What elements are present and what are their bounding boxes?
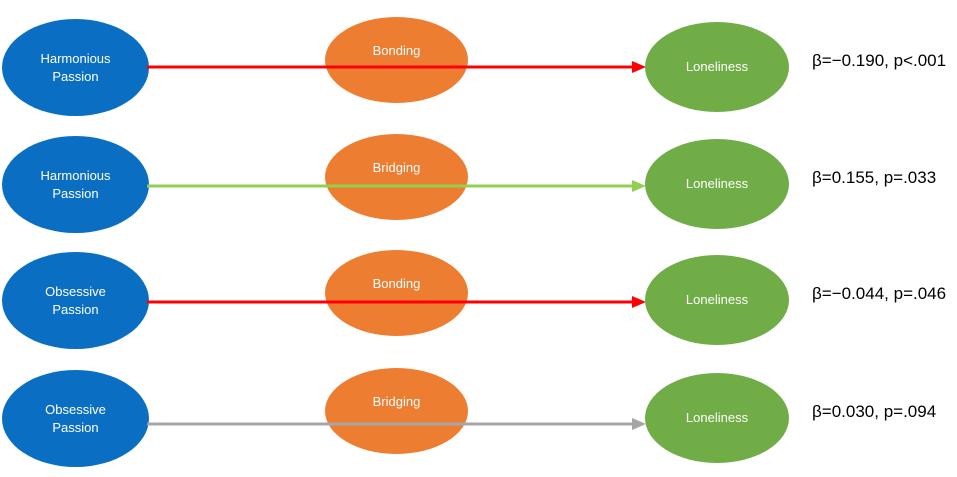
path-statistic: β=0.155, p=.033 <box>812 168 937 187</box>
mediator-label: Bonding <box>372 43 421 58</box>
outcome-label: Loneliness <box>685 410 749 425</box>
mediator-node: Bonding <box>325 250 468 336</box>
predictor-node: Obsessive Passion <box>2 252 149 349</box>
outcome-node: Loneliness <box>645 139 789 229</box>
outcome-node: Loneliness <box>645 22 789 112</box>
predictor-label: Harmonious Passion <box>40 167 111 201</box>
predictor-node: Obsessive Passion <box>2 370 149 467</box>
predictor-node: Harmonious Passion <box>2 136 149 233</box>
path-arrow <box>147 418 646 430</box>
mediator-label: Bridging <box>372 160 421 175</box>
path-row-1: Harmonious Passion Bonding Loneliness β=… <box>0 17 957 119</box>
mediator-node: Bridging <box>325 368 468 454</box>
mediator-node: Bridging <box>325 134 468 220</box>
path-arrow <box>147 180 646 192</box>
path-arrow <box>147 61 646 73</box>
outcome-label: Loneliness <box>685 59 749 74</box>
mediator-node: Bonding <box>325 17 468 103</box>
outcome-node: Loneliness <box>645 373 789 463</box>
predictor-label: Obsessive Passion <box>45 283 106 317</box>
path-statistic: β=−0.190, p<.001 <box>812 51 947 70</box>
arrow-head <box>632 180 646 192</box>
arrow-head <box>632 296 646 308</box>
mediator-label: Bridging <box>372 394 421 409</box>
path-row-3: Obsessive Passion Bonding Loneliness β=−… <box>0 250 957 352</box>
path-row-4: Obsessive Passion Bridging Loneliness β=… <box>0 368 957 470</box>
outcome-node: Loneliness <box>645 255 789 345</box>
outcome-label: Loneliness <box>685 176 749 191</box>
predictor-label: Obsessive Passion <box>45 401 106 435</box>
predictor-label: Harmonious Passion <box>40 50 111 84</box>
outcome-label: Loneliness <box>685 292 749 307</box>
path-arrow <box>147 296 646 308</box>
mediator-label: Bonding <box>372 276 421 291</box>
arrow-head <box>632 418 646 430</box>
predictor-node: Harmonious Passion <box>2 19 149 116</box>
path-row-2: Harmonious Passion Bridging Loneliness β… <box>0 134 957 236</box>
path-statistic: β=−0.044, p=.046 <box>812 284 947 303</box>
arrow-head <box>632 61 646 73</box>
path-statistic: β=0.030, p=.094 <box>812 402 937 421</box>
